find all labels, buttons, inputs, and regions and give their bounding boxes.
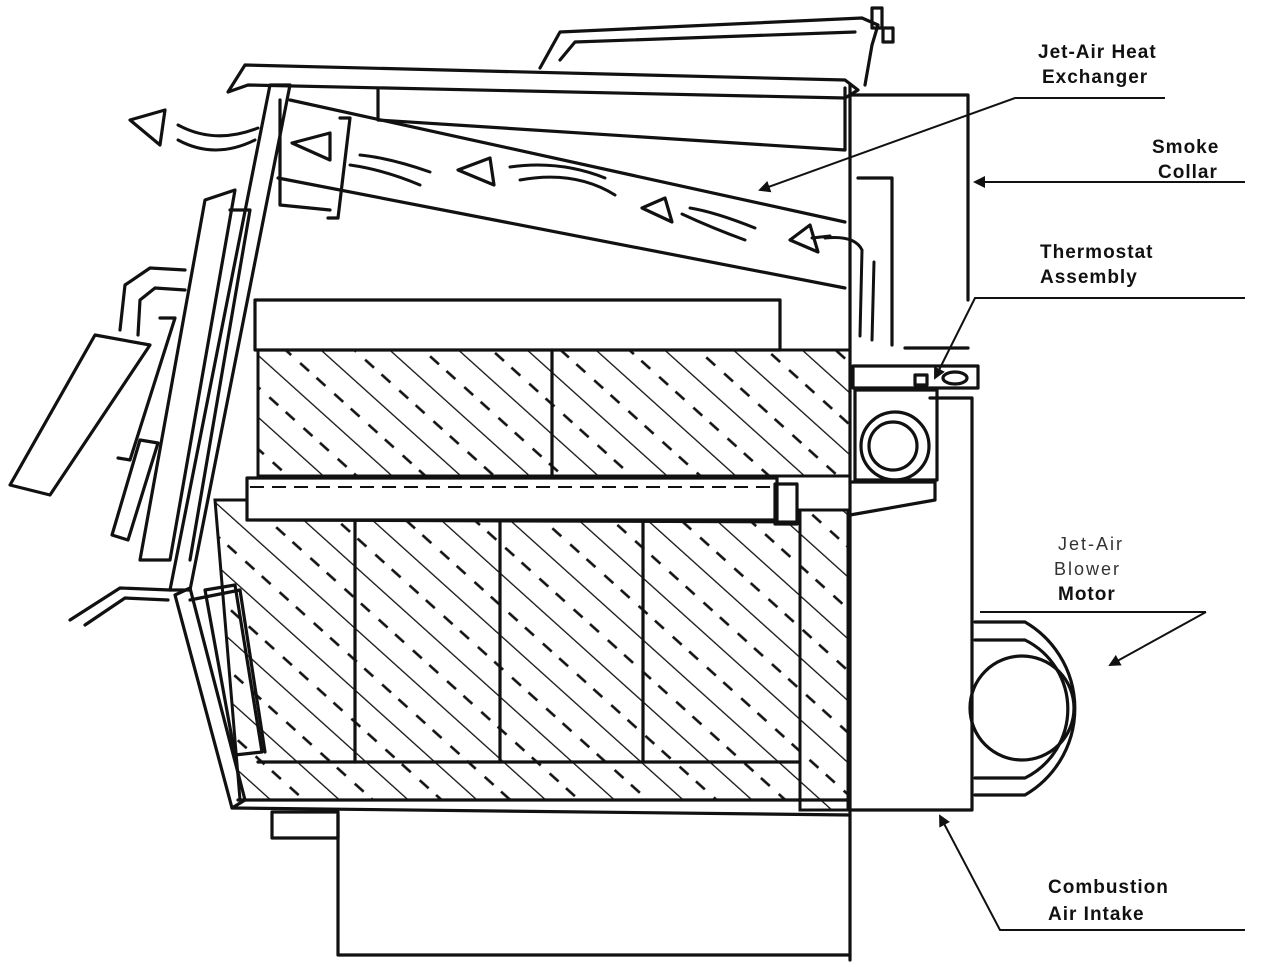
label-thermostat: Thermostat [1040, 242, 1153, 263]
lower-firebrick [203, 498, 850, 812]
label-heat-exchanger: Jet-Air Heat [1038, 42, 1157, 63]
label-thermostat-2: Assembly [1040, 267, 1138, 288]
upper-firebrick [253, 298, 852, 478]
blower-housing [848, 364, 980, 812]
label-smoke-collar-2: Collar [1158, 162, 1218, 183]
label-smoke-collar: Smoke [1152, 137, 1219, 158]
label-heat-exchanger-2: Exchanger [1042, 67, 1148, 88]
door-handle-upper [8, 266, 187, 497]
upper-baffle [376, 86, 847, 152]
label-blower: Jet-Air [1058, 534, 1124, 554]
label-combustion-2: Air Intake [1048, 904, 1145, 925]
heat-exchanger-tube [276, 98, 847, 290]
door-handle-lower [68, 438, 172, 627]
label-combustion: Combustion [1048, 877, 1169, 898]
stove-base [230, 798, 852, 957]
label-blower-3: Motor [1058, 584, 1116, 605]
stove-top-lid [226, 6, 895, 100]
callout-leaders [758, 97, 1245, 931]
airflow-arrows [128, 108, 876, 342]
blower-motor [968, 620, 1077, 797]
smoke-collar [848, 93, 970, 350]
label-blower-2: Blower [1054, 559, 1121, 579]
grate-shelf [245, 476, 799, 526]
